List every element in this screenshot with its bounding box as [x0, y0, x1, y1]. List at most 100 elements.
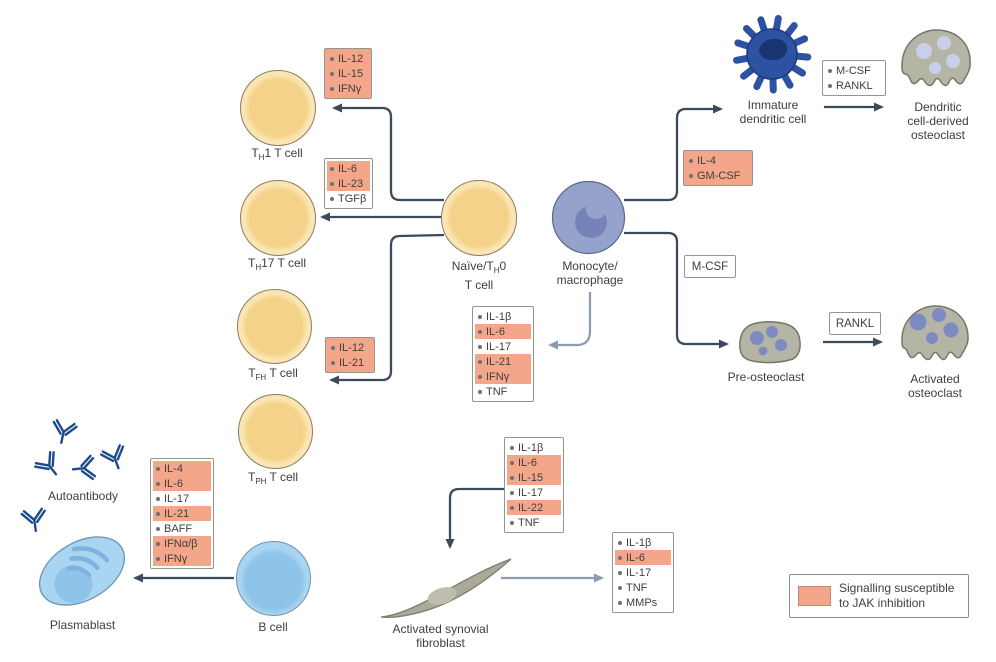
cytokine-box-tfh: IL-12 IL-21: [325, 337, 375, 373]
cytokine-label: IL-6: [486, 325, 505, 338]
cytokine-label: RANKL: [836, 79, 873, 92]
bullet-icon: [510, 445, 514, 450]
bullet-icon: [510, 520, 514, 525]
pre-osteoclast-label: Pre-osteoclast: [727, 370, 805, 384]
tfh-t-cell: [237, 289, 312, 364]
plasmablast-nucleus: [54, 565, 93, 604]
bullet-icon: [510, 505, 514, 510]
mcsf-label-box: M-CSF: [684, 255, 736, 278]
cytokine-label: IL-12: [339, 341, 365, 354]
cytokine-item: IL-15: [327, 66, 369, 81]
cytokine-label: BAFF: [164, 522, 193, 535]
th1-t-cell-label: TH1 T cell: [251, 146, 303, 162]
immature-dendritic-label: Immature dendritic cell: [739, 98, 807, 126]
bullet-icon: [689, 173, 693, 178]
rankl-label-box: RANKL: [829, 312, 881, 335]
cytokine-item: TNF: [507, 515, 561, 530]
cytokine-label: IL-17: [626, 566, 652, 579]
cytokine-box-monocyte: IL-1β IL-6 IL-17 IL-21 IFNγ TNF: [472, 306, 534, 402]
tfh-t-cell-label: TFH T cell: [248, 366, 298, 382]
dendritic-nucleus: [759, 38, 787, 61]
cytokine-label: IL-17: [518, 486, 544, 499]
mcsf-label: M-CSF: [691, 260, 729, 273]
plasmablast-er: [66, 546, 110, 578]
cytokine-item: IL-1β: [475, 309, 531, 324]
pre-osteoclast: [739, 320, 801, 364]
cytokine-item: RANKL: [825, 78, 883, 93]
bullet-icon: [618, 570, 622, 575]
cytokine-item: IL-6: [615, 550, 671, 565]
osteoclast-vesicles: [916, 36, 960, 74]
plasmablast-label: Plasmablast: [49, 618, 116, 632]
synovial-fibroblast: [380, 558, 512, 619]
cytokine-label: IL-4: [164, 462, 183, 475]
bullet-icon: [510, 475, 514, 480]
cytokine-item: TNF: [475, 384, 531, 399]
dendritic-osteoclast-label: Dendritic cell-derived osteoclast: [907, 100, 969, 142]
cytokine-item: IL-21: [475, 354, 531, 369]
cytokine-label: MMPs: [626, 596, 658, 609]
cytokine-item: IL-1β: [507, 440, 561, 455]
cytokine-item: IL-12: [327, 51, 369, 66]
monocyte-label: Monocyte/ macrophage: [556, 259, 624, 287]
bullet-icon: [330, 166, 334, 171]
bullet-icon: [156, 511, 160, 516]
cytokine-label: IL-6: [164, 477, 183, 490]
arrow-monocyte-to-preosteoclast: [624, 231, 729, 349]
cytokine-item: IL-4: [686, 153, 750, 168]
cytokine-item: IL-17: [475, 339, 531, 354]
cytokine-label: IL-6: [518, 456, 537, 469]
cytokine-item: IL-15: [507, 470, 561, 485]
cytokine-box-th1: IL-12 IL-15 IFNγ: [324, 48, 372, 99]
arrow-monocyte-to-cytokine-box: [548, 292, 592, 350]
cytokine-item: IL-23: [327, 176, 370, 191]
bullet-icon: [478, 374, 482, 379]
tph-t-cell: [238, 394, 313, 469]
activated-osteoclast: [901, 305, 969, 361]
activated-osteoclast-nuclei: [909, 308, 959, 344]
legend: Signalling susceptible to JAK inhibition: [789, 574, 969, 618]
bullet-icon: [156, 481, 160, 486]
cytokine-label: IL-1β: [626, 536, 652, 549]
fibroblast-label: Activated synovial fibroblast: [392, 622, 489, 650]
cytokine-label: IFNγ: [338, 82, 362, 95]
plasmablast-cell: [38, 536, 126, 606]
cytokine-item: IL-4: [153, 461, 211, 476]
tph-t-cell-label: TPH T cell: [247, 470, 299, 486]
autoantibody-icon: [71, 454, 97, 481]
cytokine-label: IL-21: [486, 355, 512, 368]
bullet-icon: [510, 460, 514, 465]
cytokine-item: IL-17: [507, 485, 561, 500]
arrow-cytokines-to-fibroblast: [445, 487, 504, 549]
cytokine-label: TNF: [518, 516, 540, 529]
cytokine-label: IL-15: [338, 67, 364, 80]
cytokine-item: IL-12: [328, 340, 372, 355]
bullet-icon: [478, 389, 482, 394]
cytokine-label: IL-22: [518, 501, 544, 514]
bullet-icon: [618, 540, 622, 545]
cytokine-label: IFNγ: [164, 552, 188, 565]
cytokine-label: IL-1β: [518, 441, 544, 454]
cytokine-label: IL-6: [626, 551, 645, 564]
cytokine-item: TGFβ: [327, 191, 370, 206]
autoantibody-icon: [34, 450, 58, 476]
bullet-icon: [618, 555, 622, 560]
bullet-icon: [618, 585, 622, 590]
cytokine-item: IFNα/β: [153, 536, 211, 551]
pre-osteoclast-nuclei: [750, 326, 787, 356]
bullet-icon: [330, 56, 334, 61]
cytokine-box-dendritic: IL-4 GM-CSF: [683, 150, 753, 186]
cytokine-label: IL-12: [338, 52, 364, 65]
cytokine-item: TNF: [615, 580, 671, 595]
bullet-icon: [156, 556, 160, 561]
bullet-icon: [478, 329, 482, 334]
cytokine-item: M-CSF: [825, 63, 883, 78]
cytokine-label: IL-23: [338, 177, 364, 190]
naive-t-cell: [441, 180, 517, 256]
cytokine-item: IL-6: [507, 455, 561, 470]
bullet-icon: [330, 196, 334, 201]
bullet-icon: [330, 86, 334, 91]
bullet-icon: [828, 68, 832, 73]
cytokine-item: BAFF: [153, 521, 211, 536]
cytokine-label: IL-15: [518, 471, 544, 484]
